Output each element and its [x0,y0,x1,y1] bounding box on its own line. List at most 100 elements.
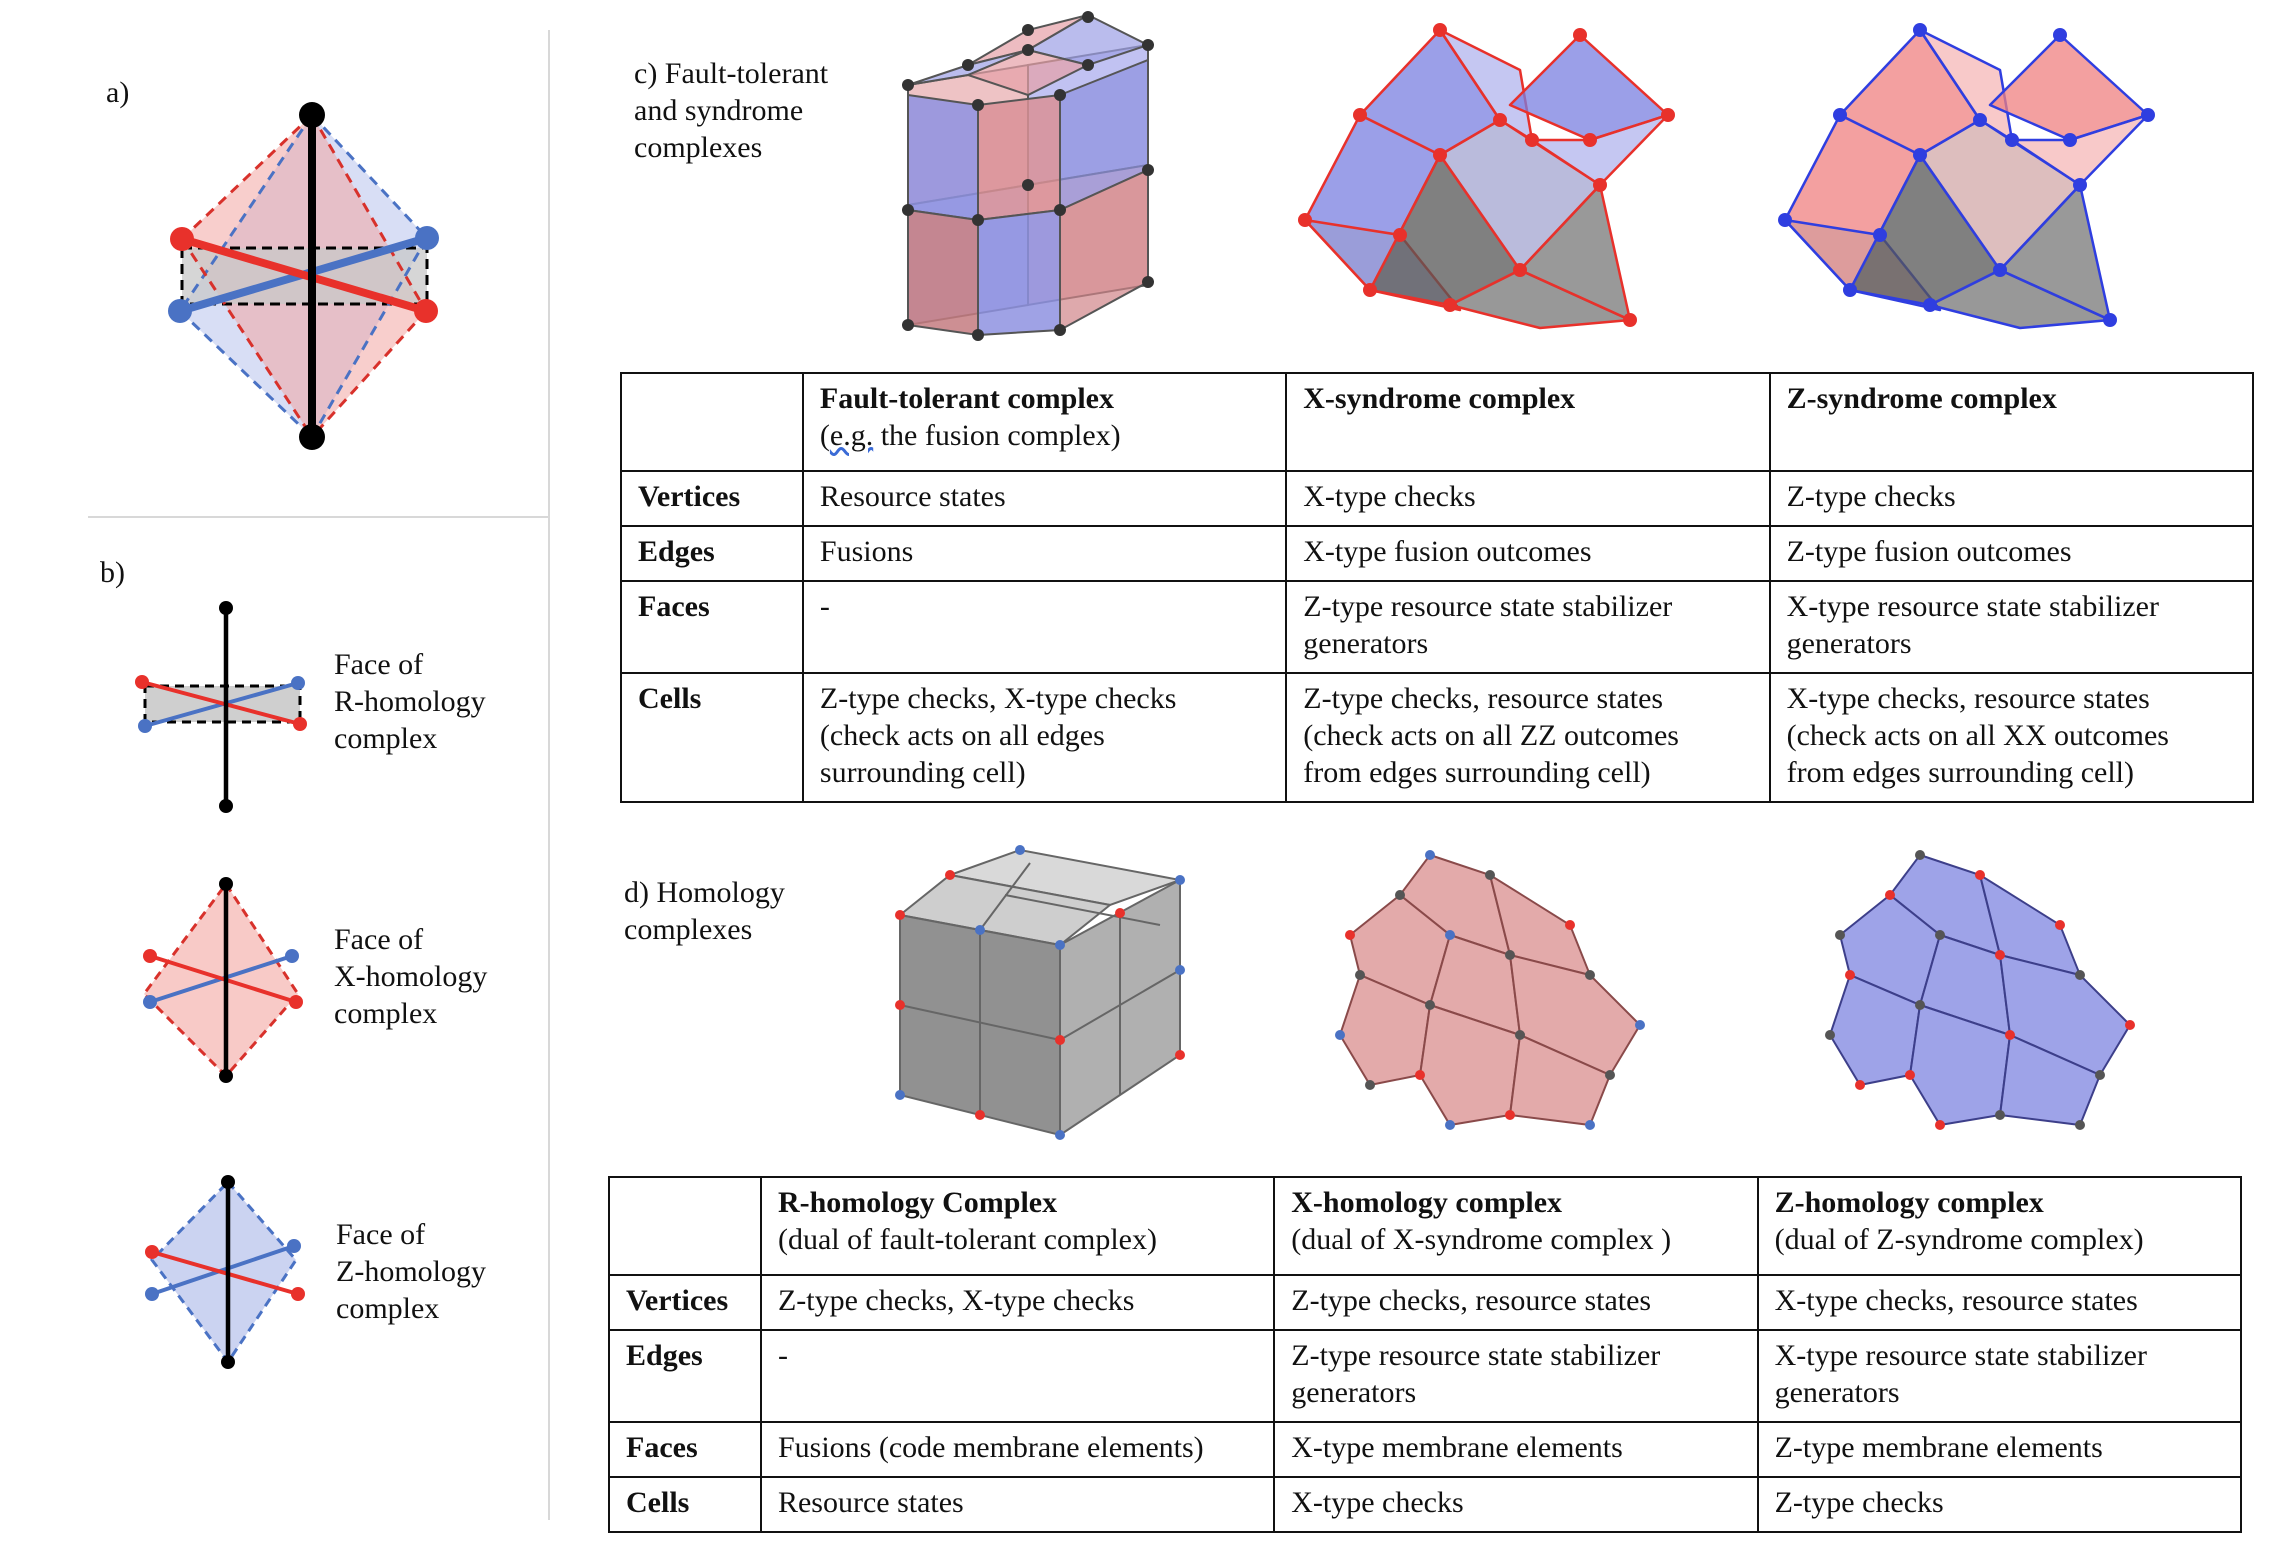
octahedron-diagram [168,102,439,450]
cell-line: X-type checks, resource states [1786,682,2150,715]
cell-line: (check acts on all edges [819,719,1105,752]
row-header: Edges [608,1329,762,1423]
header-title: Z-syndrome complex [1786,382,2057,415]
panel-d-caption: d) Homology complexes [624,874,785,948]
horizontal-divider [88,516,548,518]
z-homology-face-diagram [145,1175,305,1369]
table-cell: X-type membrane elements [1273,1421,1759,1478]
table-cell: X-type checks [1285,470,1771,527]
table-cell: - [801,580,1288,674]
face-caption-z-homology: Face of Z-homology complex [336,1216,486,1327]
caption-line: complex [334,722,438,755]
table-row: Faces - Z-type resource state stabilizer… [620,580,2255,674]
vertical-divider [548,30,550,1520]
x-homology-complex-render [1335,850,1645,1130]
caption-line: and syndrome [634,94,804,127]
fault-tolerant-complex-render [902,11,1154,341]
row-header: Vertices [608,1274,762,1331]
table-cell: Z-type fusion outcomes [1768,525,2255,582]
cell-line: surrounding cell) [819,756,1026,789]
table-header-cell: Z-syndrome complex [1768,372,2255,472]
caption-line: Z-homology [336,1255,486,1288]
caption-line: d) Homology [624,876,785,909]
table-cell: X-type checks, resource states (check act… [1768,672,2255,803]
subtitle-prefix: ( [819,419,830,452]
caption-line: complexes [634,131,763,164]
table-cell: Z-type checks [1756,1476,2243,1533]
header-title: Z-homology complex [1774,1186,2044,1219]
header-subtitle: (dual of Z-syndrome complex) [1774,1223,2144,1256]
table-row: Edges Fusions X-type fusion outcomes Z-t… [620,525,2255,582]
table-row: Faces Fusions (code membrane elements) X… [608,1421,2243,1478]
table-cell: Z-type membrane elements [1756,1421,2243,1478]
header-title: X-homology complex [1291,1186,1563,1219]
table-header-row: Fault-tolerant complex (e.g. the fusion … [620,372,2255,472]
x-syndrome-complex-render [1298,23,1675,330]
cell-line: Z-type checks, X-type checks [819,682,1177,715]
cell-line: X-type resource state stabilizer [1774,1339,2147,1372]
cell-line: Z-type resource state stabilizer [1291,1339,1661,1372]
homology-complexes-table: R-homology Complex (dual of fault-toleran… [608,1176,2243,1533]
row-header: Cells [608,1476,762,1533]
x-homology-face-diagram [142,877,303,1083]
table-cell: Z-type checks, X-type checks [759,1274,1276,1331]
header-subtitle: (dual of X-syndrome complex ) [1291,1223,1672,1256]
cell-line: from edges surrounding cell) [1786,756,2135,789]
table-corner-cell [608,1176,762,1276]
caption-line: complex [336,1292,440,1325]
header-subtitle: (dual of fault-tolerant complex) [777,1223,1157,1256]
table-header-cell: Fault-tolerant complex (e.g. the fusion … [801,372,1288,472]
cell-line: from edges surrounding cell) [1303,756,1651,789]
table-cell: Z-type checks, X-type checks (check acts … [801,672,1288,803]
caption-line: Face of [334,923,424,956]
caption-line: Face of [336,1218,426,1251]
row-header: Vertices [620,470,804,527]
cell-line: generators [1291,1376,1417,1409]
table-row: Edges - Z-type resource state stabilizer… [608,1329,2243,1423]
table-cell: Z-type checks, resource states (check act… [1285,672,1771,803]
table-cell: X-type checks [1273,1476,1759,1533]
caption-line: R-homology [334,685,486,718]
table-cell: Z-type checks, resource states [1273,1274,1759,1331]
table-header-cell: Z-homology complex (dual of Z-syndrome co… [1756,1176,2243,1276]
cell-line: Z-type resource state stabilizer [1303,590,1673,623]
panel-a-label: a) [106,76,130,109]
caption-line: complex [334,997,438,1030]
row-header: Cells [620,672,804,803]
row-header: Edges [620,525,804,582]
table-header-cell: X-syndrome complex [1285,372,1771,472]
table-cell: Resource states [801,470,1288,527]
face-caption-r-homology: Face of R-homology complex [334,646,486,757]
cell-line: Z-type checks, resource states [1303,682,1664,715]
z-syndrome-complex-render [1778,23,2155,330]
subtitle-eg: e.g. [829,419,874,452]
table-corner-cell [620,372,804,472]
caption-line: X-homology [334,960,488,993]
panel-c-caption: c) Fault-tolerant and syndrome complexes [634,55,828,166]
r-homology-face-diagram [135,601,307,813]
cell-line: (check acts on all XX outcomes [1786,719,2169,752]
table-row: Vertices Z-type checks, X-type checks Z-… [608,1274,2243,1331]
table-row: Cells Z-type checks, X-type checks (check… [620,672,2255,803]
table-cell: X-type checks, resource states [1756,1274,2243,1331]
table-row: Cells Resource states X-type checks Z-ty… [608,1476,2243,1533]
table-header-row: R-homology Complex (dual of fault-toleran… [608,1176,2243,1276]
table-cell: Resource states [759,1476,1276,1533]
table-cell: X-type fusion outcomes [1285,525,1771,582]
caption-line: Face of [334,648,424,681]
table-header-cell: R-homology Complex (dual of fault-toleran… [759,1176,1276,1276]
z-homology-complex-render [1825,850,2135,1130]
row-header: Faces [620,580,804,674]
table-header-cell: X-homology complex (dual of X-syndrome co… [1273,1176,1759,1276]
panel-b-label: b) [100,556,125,589]
header-subtitle: (e.g. the fusion complex) [820,417,1271,454]
header-title: Fault-tolerant complex [819,382,1114,415]
syndrome-complexes-table: Fault-tolerant complex (e.g. the fusion … [620,372,2255,803]
header-title: R-homology Complex [777,1186,1058,1219]
cell-line: (check acts on all ZZ outcomes [1303,719,1679,752]
r-homology-complex-render [895,845,1185,1140]
table-cell: - [759,1329,1276,1423]
row-header: Faces [608,1421,762,1478]
